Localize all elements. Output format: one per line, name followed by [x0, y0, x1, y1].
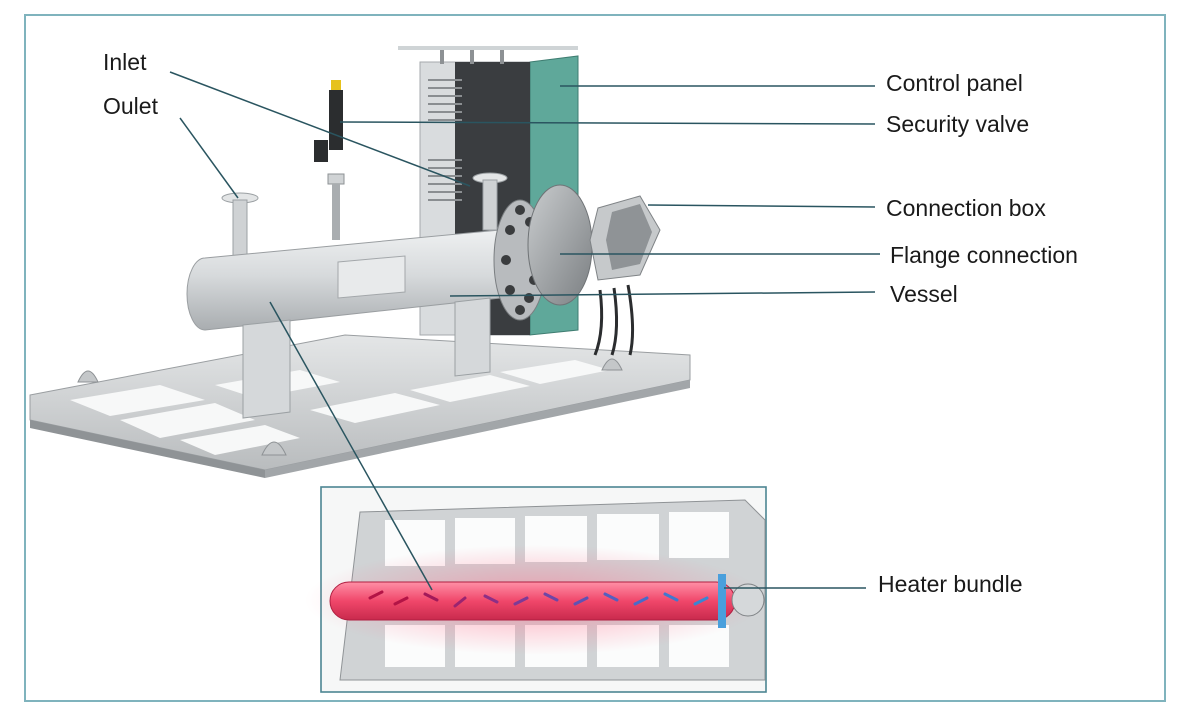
connection-box: [589, 195, 661, 356]
label-connection-box: Connection box: [886, 195, 1046, 221]
leader-outlet: [179, 117, 239, 199]
leader-security-valve: [339, 121, 876, 125]
leader-connection-box: [647, 204, 876, 208]
cabinet-vents: [428, 79, 462, 201]
label-outlet: Oulet: [103, 93, 158, 119]
leader-heater-bundle-a: [269, 301, 433, 591]
label-inlet: Inlet: [103, 49, 147, 75]
label-control-panel: Control panel: [886, 70, 1023, 96]
flow-arrows: [368, 590, 709, 608]
security-valve: [314, 80, 345, 240]
leader-lines: [169, 71, 880, 591]
vessel: [186, 229, 501, 419]
heater-bundle-inset: [305, 486, 767, 693]
label-vessel: Vessel: [890, 281, 958, 307]
inlet-nozzle: [472, 172, 508, 231]
leader-inlet: [169, 71, 471, 187]
figure-frame: [24, 14, 1166, 702]
skid-frame: [29, 334, 691, 478]
label-security-valve: Security valve: [886, 111, 1030, 137]
label-heater-bundle: Heater bundle: [878, 571, 1023, 597]
outlet-nozzle: [221, 192, 259, 261]
leader-vessel: [449, 291, 876, 297]
label-flange-connection: Flange connection: [890, 242, 1078, 268]
